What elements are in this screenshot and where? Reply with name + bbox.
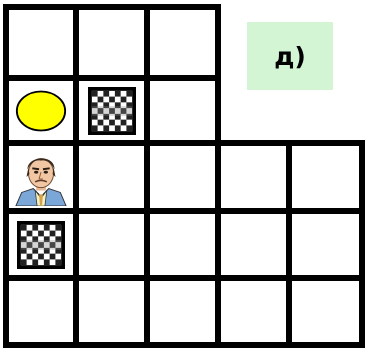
grid-line	[286, 140, 365, 146]
grid-line	[215, 4, 221, 81]
board-cell[interactable]	[289, 278, 362, 345]
game-board: д)	[0, 0, 371, 341]
board-cell[interactable]	[6, 7, 76, 78]
board-cell[interactable]	[147, 78, 218, 143]
grid-line	[144, 275, 150, 348]
grid-line	[215, 208, 221, 281]
board-cell[interactable]	[76, 278, 147, 345]
grid-line	[3, 75, 79, 81]
grid-line	[286, 140, 292, 214]
grid-line	[73, 342, 150, 348]
grid-line	[73, 4, 150, 10]
grid-line	[144, 342, 221, 348]
yellow-ball-icon[interactable]	[15, 89, 67, 133]
grid-line	[144, 275, 221, 281]
checkered-block-icon[interactable]	[88, 87, 136, 135]
grid-line	[3, 208, 79, 214]
grid-line	[3, 140, 79, 146]
board-cell[interactable]	[289, 211, 362, 278]
man-portrait-icon[interactable]	[12, 148, 70, 206]
board-cell[interactable]	[6, 278, 76, 345]
grid-line	[144, 140, 221, 146]
grid-line	[286, 208, 365, 214]
grid-line	[359, 208, 365, 281]
grid-line	[215, 75, 221, 146]
grid-line	[215, 275, 292, 281]
grid-line	[73, 75, 79, 146]
board-cell[interactable]	[76, 143, 147, 211]
checkered-block-icon[interactable]	[17, 221, 65, 269]
grid-line	[286, 342, 365, 348]
variant-label-text: д)	[274, 42, 306, 71]
board-cell[interactable]	[147, 143, 218, 211]
board-cell[interactable]	[218, 211, 289, 278]
board-cell[interactable]	[289, 143, 362, 211]
grid-line	[3, 342, 79, 348]
grid-line	[3, 75, 9, 146]
grid-line	[3, 4, 79, 10]
grid-line	[286, 275, 292, 348]
grid-line	[73, 208, 79, 281]
grid-line	[215, 342, 292, 348]
board-cell[interactable]	[147, 278, 218, 345]
grid-line	[144, 75, 150, 146]
grid-line	[359, 275, 365, 348]
grid-line	[215, 275, 221, 348]
variant-label: д)	[247, 22, 333, 90]
board-cell[interactable]	[76, 211, 147, 278]
board-cell[interactable]	[218, 278, 289, 345]
grid-line	[144, 4, 221, 10]
grid-line	[3, 140, 9, 214]
grid-line	[73, 4, 79, 81]
grid-line	[215, 140, 221, 214]
grid-line	[3, 275, 9, 348]
board-cell[interactable]	[147, 211, 218, 278]
grid-line	[73, 275, 150, 281]
grid-line	[359, 140, 365, 214]
board-cell[interactable]	[147, 7, 218, 78]
grid-line	[144, 208, 221, 214]
grid-line	[144, 208, 150, 281]
grid-line	[144, 4, 150, 81]
grid-line	[3, 4, 9, 81]
grid-line	[73, 140, 79, 214]
grid-line	[3, 208, 9, 281]
grid-line	[3, 275, 79, 281]
grid-line	[73, 140, 150, 146]
grid-line	[73, 75, 150, 81]
grid-line	[286, 275, 365, 281]
grid-line	[144, 140, 150, 214]
board-cell[interactable]	[76, 7, 147, 78]
grid-line	[73, 275, 79, 348]
grid-line	[73, 208, 150, 214]
grid-line	[286, 208, 292, 281]
grid-line	[215, 208, 292, 214]
grid-line	[215, 140, 292, 146]
board-cell[interactable]	[218, 143, 289, 211]
grid-line	[144, 75, 221, 81]
